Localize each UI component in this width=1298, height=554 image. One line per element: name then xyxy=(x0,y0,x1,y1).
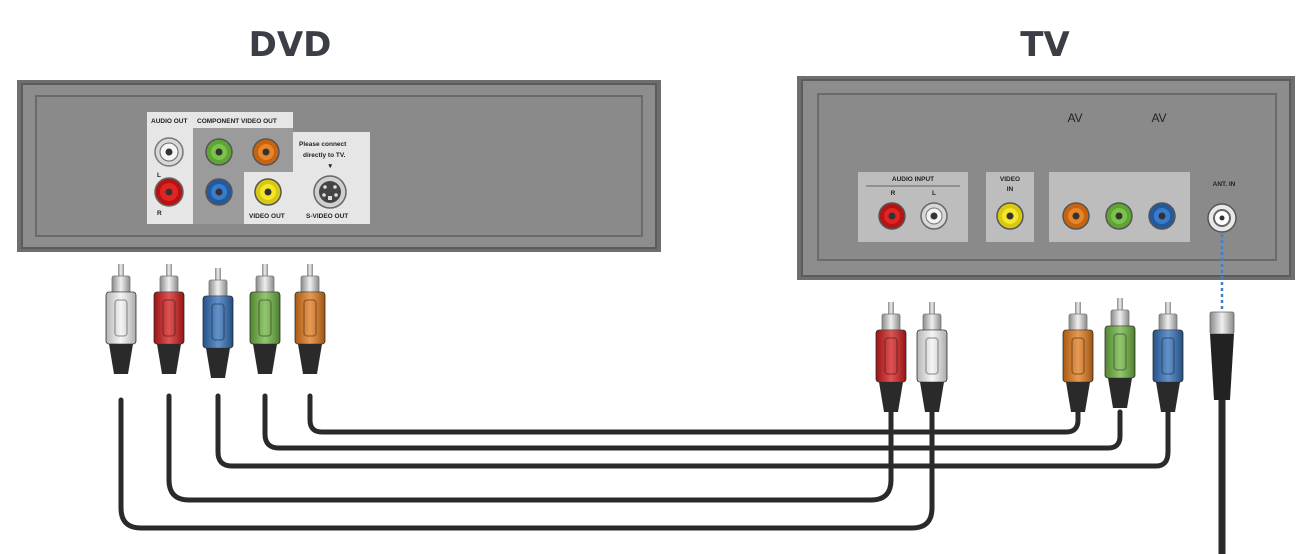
dvd-jack-video xyxy=(254,178,282,206)
dvd-plug-component-orange xyxy=(294,264,326,374)
tv-title: TV xyxy=(1020,25,1070,65)
dvd-video-out-label: VIDEO OUT xyxy=(249,213,285,220)
tv-audio-input-label: AUDIO INPUT xyxy=(892,176,934,183)
tv-audio-input-area xyxy=(858,172,968,242)
tv-video-in-line1: VIDEO xyxy=(1000,176,1020,183)
svg-text:▼: ▼ xyxy=(327,163,333,170)
dvd-component-video-out-label: COMPONENT VIDEO OUT xyxy=(197,118,277,125)
tv-plug-component-green xyxy=(1104,298,1136,408)
tv-channel-r: R xyxy=(891,190,896,197)
tv-video-in-line2: IN xyxy=(1007,186,1014,193)
tv-plug-audio-red xyxy=(875,302,907,412)
dvd-notice-line1: Please connect xyxy=(299,141,347,148)
dvd-title: DVD xyxy=(249,25,332,65)
dvd-channel-l: L xyxy=(157,172,161,179)
dvd-jack-component-pb xyxy=(205,178,233,206)
tv-jack-component-pb xyxy=(1148,202,1176,230)
tv-jack-antenna xyxy=(1207,203,1237,233)
tv-channel-l: L xyxy=(932,190,936,197)
dvd-jack-component-pr xyxy=(252,138,280,166)
tv-plug-audio-white xyxy=(916,302,948,412)
tv-plug-component-blue xyxy=(1152,302,1184,412)
cable-component-green xyxy=(262,393,1123,451)
dvd-jack-audio-r xyxy=(154,177,184,207)
tv-av-label-2: AV xyxy=(1151,111,1166,125)
dvd-notice-line2: directly to TV. xyxy=(303,152,346,159)
tv-av-label-1: AV xyxy=(1067,111,1082,125)
dvd-plug-component-green xyxy=(249,264,281,374)
dvd-audio-out-label: AUDIO OUT xyxy=(151,118,188,125)
dvd-svideo-out-label: S-VIDEO OUT xyxy=(306,213,348,220)
tv-jack-video xyxy=(996,202,1024,230)
tv-jack-component-y xyxy=(1105,202,1133,230)
bottom-partial-label: ... xyxy=(258,533,292,554)
tv-back-panel: AV AV AUDIO INPUT R L VIDEO IN ANT. IN xyxy=(797,76,1295,280)
dvd-jack-component-y xyxy=(205,138,233,166)
cable-bundle xyxy=(118,386,1226,554)
tv-plug-antenna xyxy=(1209,311,1235,400)
cable-audio-white xyxy=(118,397,935,531)
tv-ant-in-label: ANT. IN xyxy=(1213,181,1236,188)
dvd-jack-audio-l xyxy=(154,137,184,167)
dvd-channel-r: R xyxy=(157,210,162,217)
cable-component-blue xyxy=(215,393,1171,469)
dvd-plug-component-blue xyxy=(202,268,234,378)
dvd-jack-svideo xyxy=(313,175,347,209)
tv-jack-audio-r xyxy=(878,202,906,230)
dvd-plug-audio-red xyxy=(153,264,185,374)
cable-audio-red xyxy=(166,393,894,503)
dvd-plug-audio-white xyxy=(105,264,137,374)
tv-jack-audio-l xyxy=(920,202,948,230)
tv-plug-component-orange xyxy=(1062,302,1094,412)
tv-jack-component-pr xyxy=(1062,202,1090,230)
dvd-back-panel: AUDIO OUT COMPONENT VIDEO OUT L R VIDEO … xyxy=(17,80,661,252)
cable-component-orange xyxy=(307,393,1081,435)
